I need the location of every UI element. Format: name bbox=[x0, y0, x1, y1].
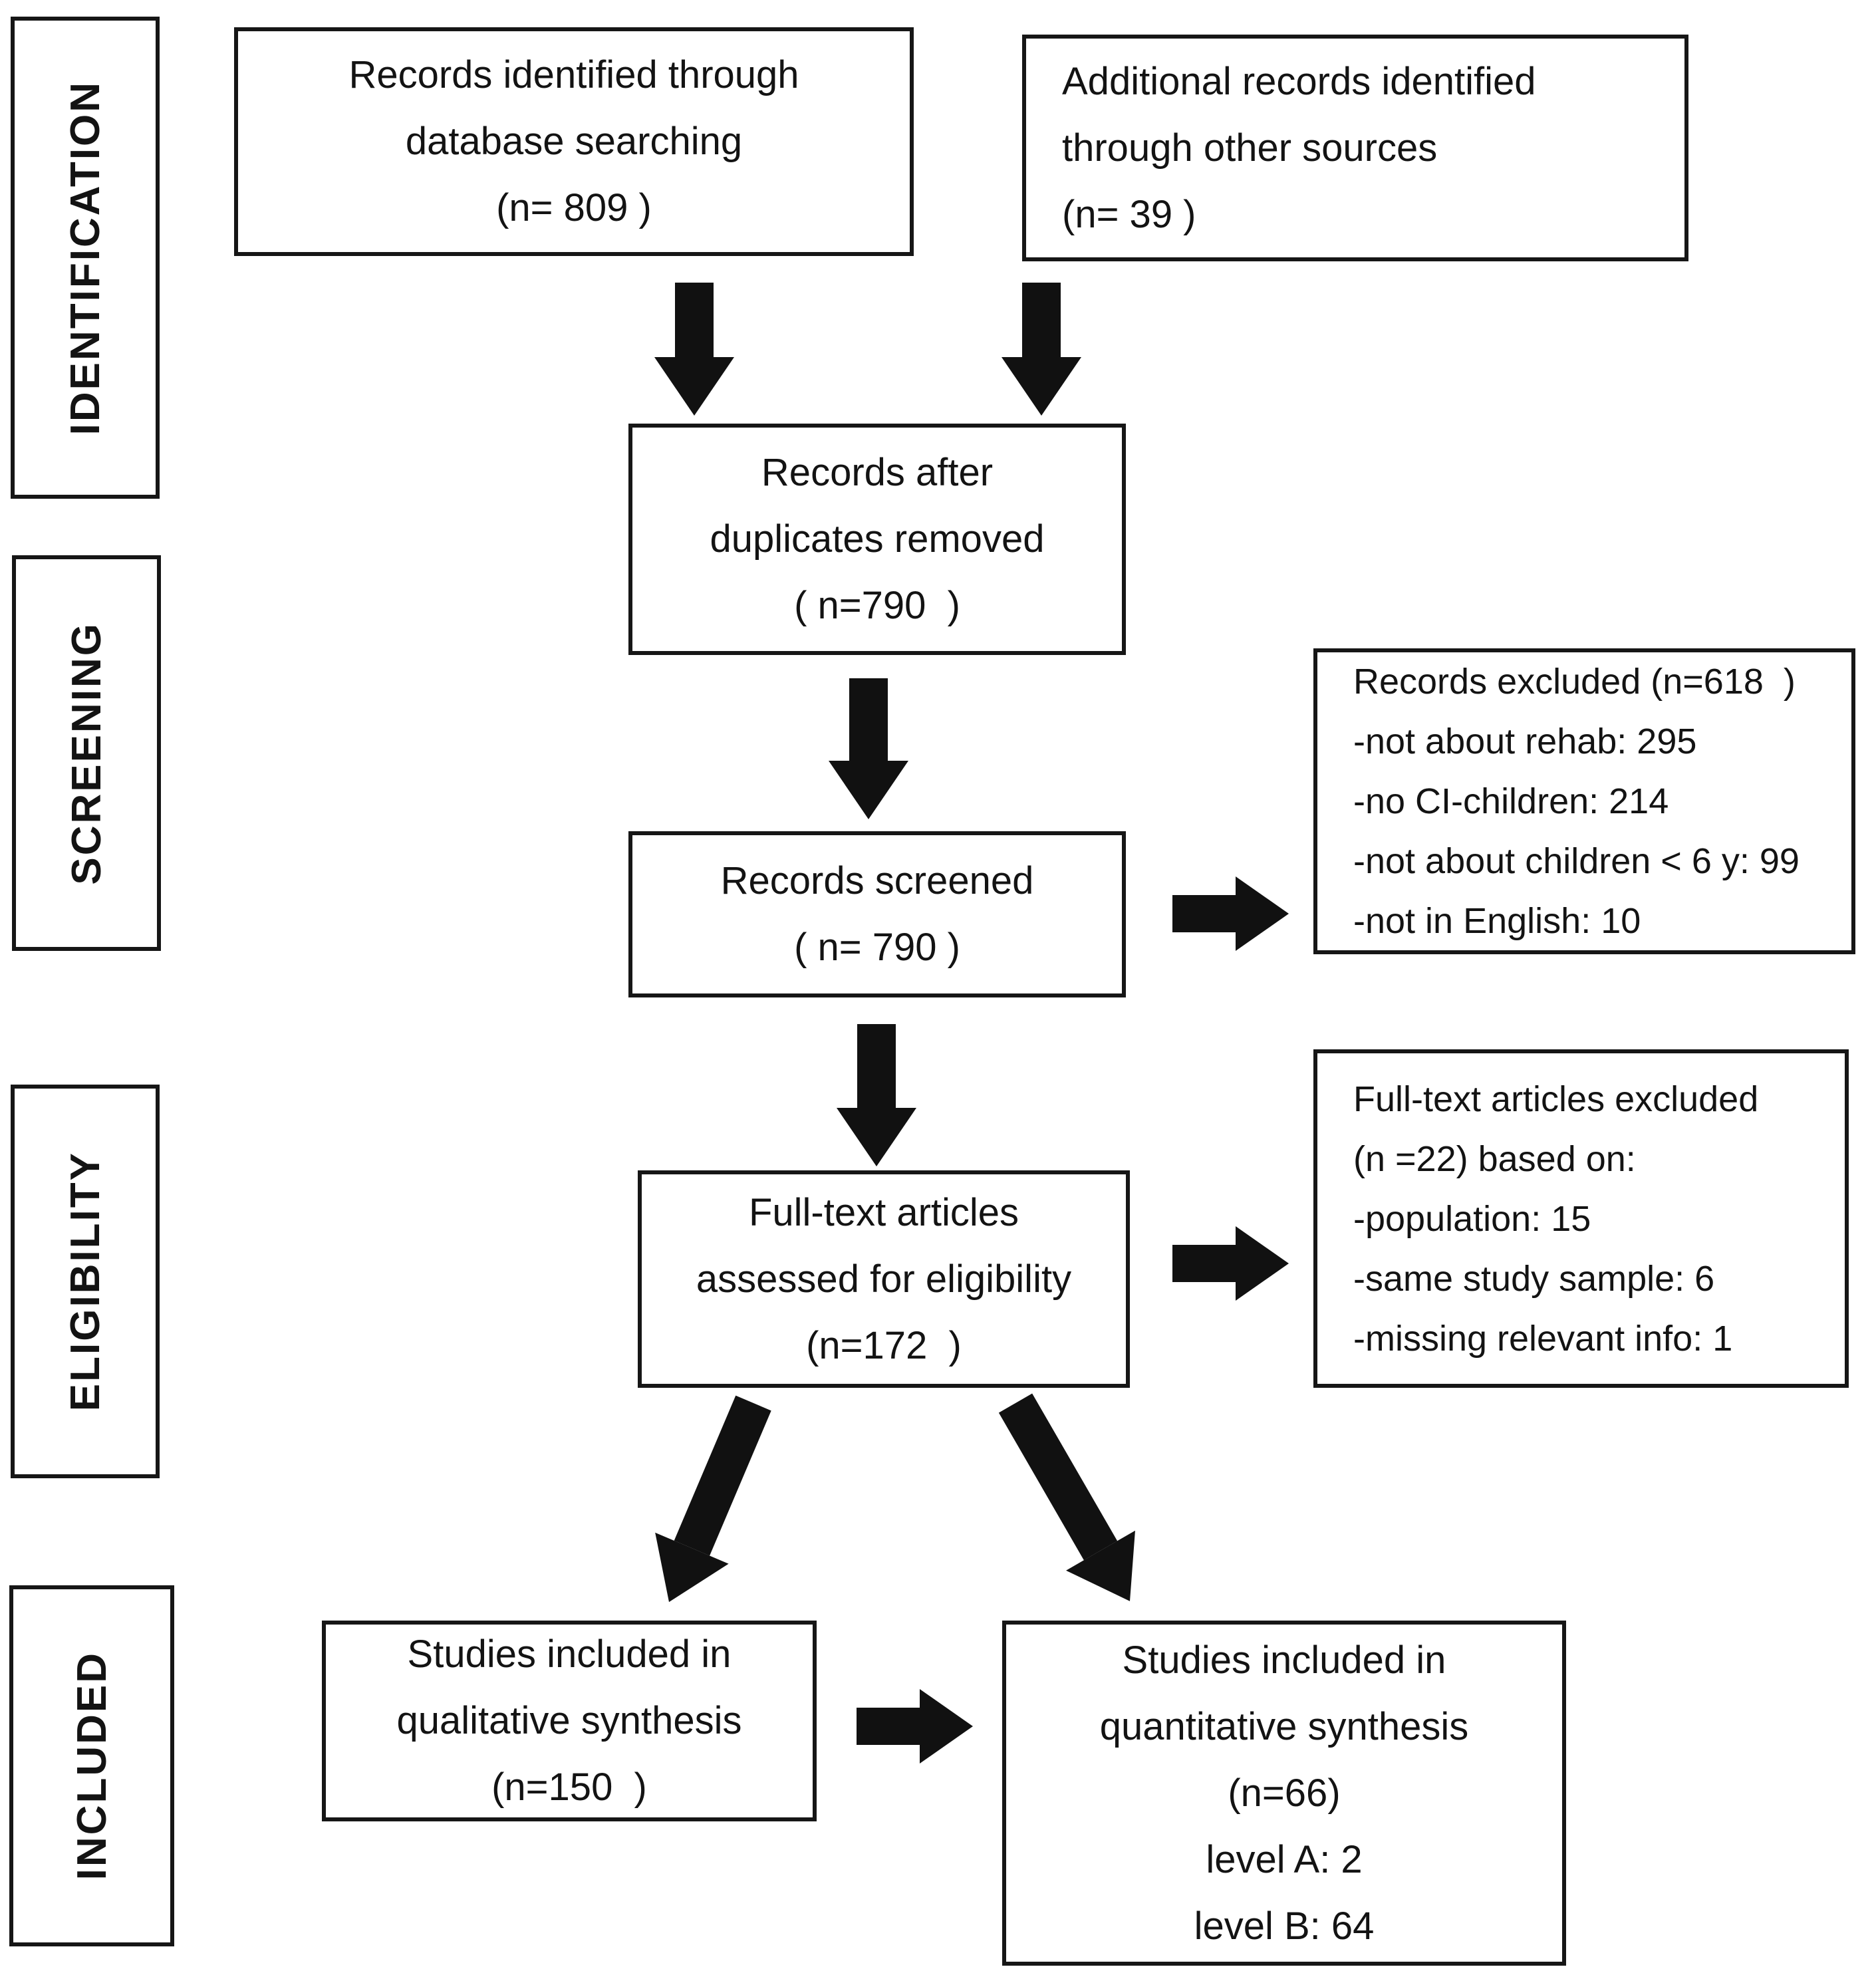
arrow-shaft bbox=[1172, 895, 1236, 932]
arrow-head bbox=[654, 357, 734, 416]
text-line: -population: 15 bbox=[1353, 1198, 1591, 1239]
text-line: (n =22) based on: bbox=[1353, 1138, 1636, 1179]
text-line: level A: 2 bbox=[1206, 1837, 1363, 1881]
stage-identification-label: IDENTIFICATION bbox=[62, 80, 108, 436]
box-additional-records: Additional records identified through ot… bbox=[1022, 35, 1688, 261]
box-records-screened: Records screened ( n= 790 ) bbox=[628, 831, 1126, 997]
stage-included: INCLUDED bbox=[9, 1585, 174, 1946]
text-line: -same study sample: 6 bbox=[1353, 1258, 1715, 1299]
box-qualitative-synthesis: Studies included in qualitative synthesi… bbox=[322, 1621, 817, 1821]
stage-screening-label: SCREENING bbox=[63, 621, 110, 885]
text-line: database searching bbox=[405, 120, 743, 163]
stage-identification: IDENTIFICATION bbox=[11, 17, 160, 499]
arrow-head bbox=[1236, 1226, 1289, 1301]
arrow-shaft bbox=[857, 1708, 920, 1745]
arrow-down-from-other-sources-icon bbox=[1002, 283, 1081, 416]
arrow-shaft bbox=[1172, 1245, 1236, 1282]
text-line: (n= 809 ) bbox=[496, 186, 652, 229]
arrow-diagonal-to-quantitative-icon bbox=[981, 1383, 1164, 1621]
arrow-head bbox=[1236, 876, 1289, 951]
text-line: ( n=790 ) bbox=[794, 584, 960, 627]
arrow-shaft bbox=[1022, 283, 1061, 357]
text-line: -not in English: 10 bbox=[1353, 901, 1641, 941]
text-line: Studies included in bbox=[407, 1633, 732, 1676]
arrow-down-to-screened-icon bbox=[829, 678, 908, 819]
text-line: ( n= 790 ) bbox=[794, 926, 960, 969]
arrow-shaft bbox=[674, 1395, 771, 1556]
text-line: Additional records identified bbox=[1062, 59, 1536, 103]
text-line: (n= 39 ) bbox=[1062, 192, 1196, 236]
text-line: quantitative synthesis bbox=[1099, 1704, 1469, 1748]
text-line: assessed for eligibility bbox=[696, 1257, 1072, 1301]
text-line: Records after bbox=[761, 451, 994, 494]
arrow-down-to-fulltext-icon bbox=[837, 1024, 916, 1166]
arrow-head bbox=[829, 761, 908, 819]
arrow-right-to-records-excluded-icon bbox=[1172, 876, 1289, 951]
text-line: (n=66) bbox=[1228, 1771, 1341, 1815]
text-line: -no CI-children: 214 bbox=[1353, 781, 1669, 821]
arrow-shaft bbox=[675, 283, 714, 357]
text-line: -not about children < 6 y: 99 bbox=[1353, 841, 1800, 881]
arrow-shaft bbox=[849, 678, 888, 761]
text-line: Records excluded (n=618 ) bbox=[1353, 662, 1796, 702]
arrow-diagonal-to-qualitative-icon bbox=[632, 1388, 790, 1618]
arrow-right-qualitative-to-quantitative-icon bbox=[857, 1689, 973, 1764]
text-line: Records identified through bbox=[348, 53, 799, 96]
box-records-identified: Records identified through database sear… bbox=[234, 27, 914, 256]
arrow-down-from-database-icon bbox=[654, 283, 734, 416]
box-quantitative-synthesis: Studies included in quantitative synthes… bbox=[1002, 1621, 1566, 1966]
text-line: qualitative synthesis bbox=[396, 1699, 742, 1742]
arrow-head bbox=[1002, 357, 1081, 416]
arrow-shaft bbox=[857, 1024, 896, 1108]
text-line: (n=172 ) bbox=[806, 1323, 962, 1367]
text-line: Records screened bbox=[720, 859, 1034, 902]
arrow-right-to-fulltext-excluded-icon bbox=[1172, 1226, 1289, 1301]
stage-screening: SCREENING bbox=[12, 555, 161, 951]
arrow-shaft bbox=[998, 1393, 1118, 1561]
text-line: through other sources bbox=[1062, 126, 1438, 170]
box-records-excluded: Records excluded (n=618 ) -not about reh… bbox=[1313, 648, 1855, 954]
text-line: Full-text articles bbox=[748, 1190, 1019, 1234]
box-duplicates-removed: Records after duplicates removed ( n=790… bbox=[628, 424, 1126, 655]
arrow-head bbox=[920, 1689, 973, 1764]
text-line: -not about rehab: 295 bbox=[1353, 722, 1697, 761]
arrow-head bbox=[837, 1108, 916, 1166]
text-line: (n=150 ) bbox=[491, 1766, 647, 1809]
stage-eligibility: ELIGIBILITY bbox=[11, 1085, 160, 1478]
stage-eligibility-label: ELIGIBILITY bbox=[62, 1151, 108, 1412]
box-fulltext-excluded: Full-text articles excluded (n =22) base… bbox=[1313, 1049, 1849, 1388]
arrow-head bbox=[632, 1532, 729, 1618]
text-line: -missing relevant info: 1 bbox=[1353, 1318, 1733, 1359]
text-line: Studies included in bbox=[1122, 1638, 1446, 1682]
stage-included-label: INCLUDED bbox=[68, 1651, 115, 1881]
text-line: level B: 64 bbox=[1194, 1904, 1375, 1948]
text-line: Full-text articles excluded bbox=[1353, 1079, 1759, 1119]
text-line: duplicates removed bbox=[710, 517, 1045, 561]
box-fulltext-assessed: Full-text articles assessed for eligibil… bbox=[638, 1170, 1130, 1388]
